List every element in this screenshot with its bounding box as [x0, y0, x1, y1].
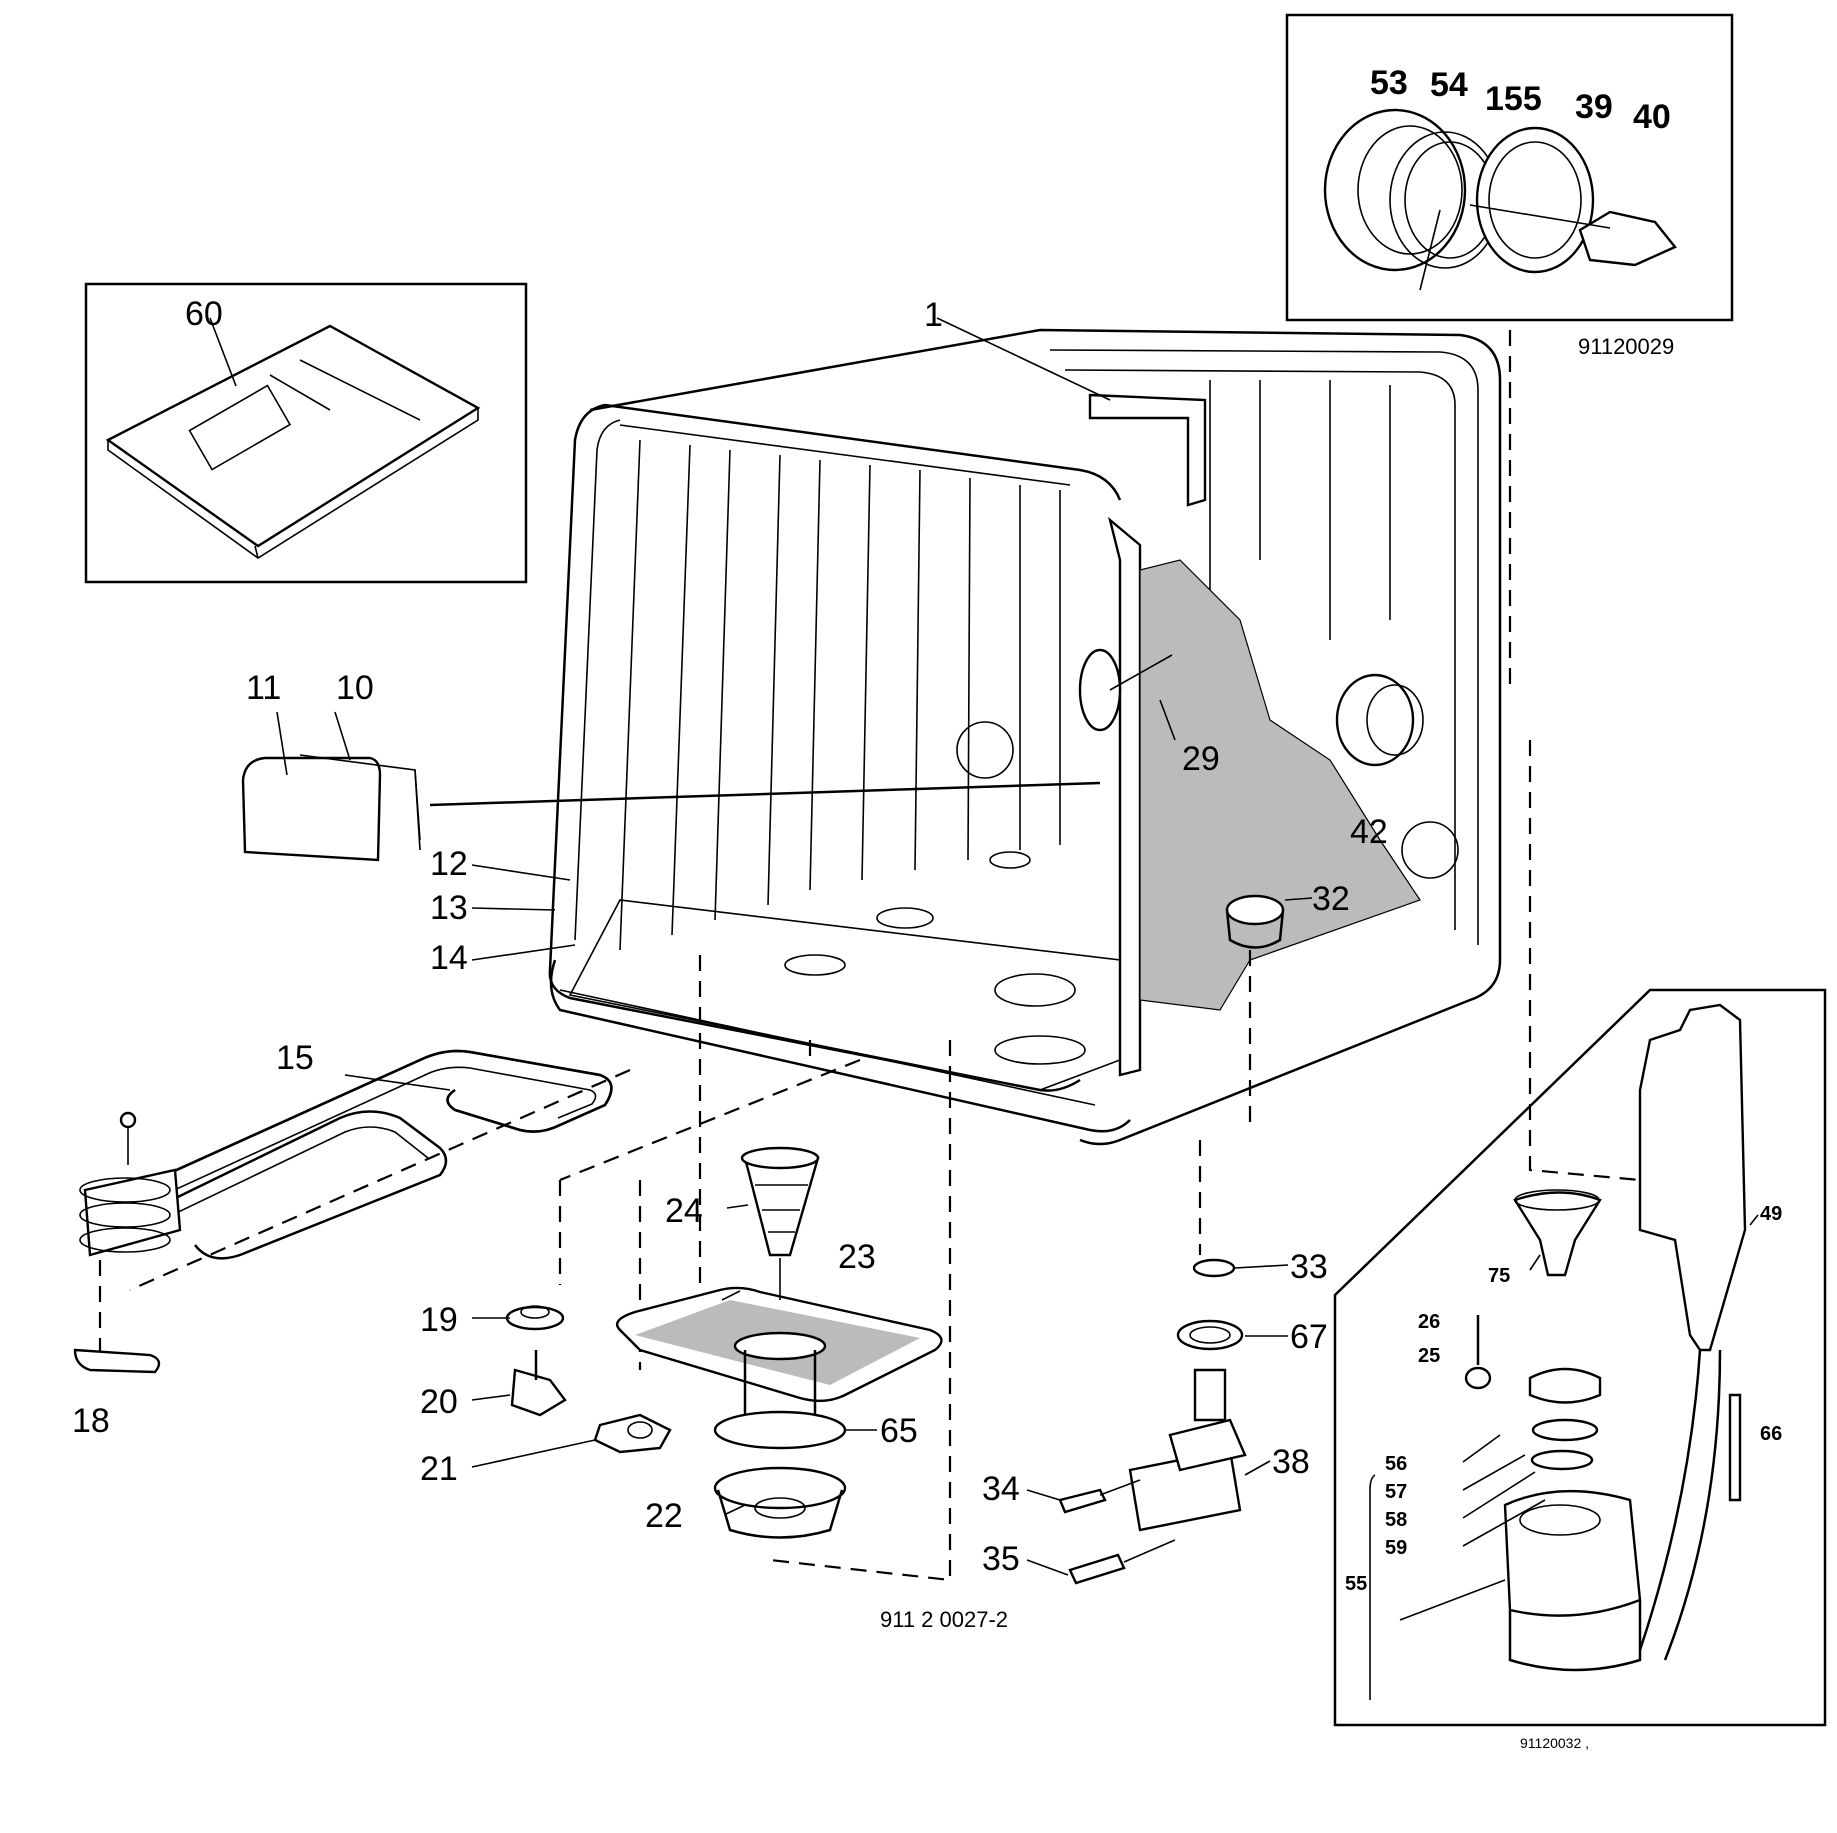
label-58: 58 — [1385, 1509, 1407, 1531]
label-22: 22 — [645, 1497, 683, 1535]
label-32: 32 — [1312, 880, 1350, 918]
inset-manual — [84, 282, 528, 584]
label-59: 59 — [1385, 1537, 1407, 1559]
label-15: 15 — [276, 1039, 314, 1077]
label-65: 65 — [880, 1412, 918, 1450]
label-49: 49 — [1760, 1203, 1782, 1225]
label-25: 25 — [1418, 1345, 1440, 1367]
label-155: 155 — [1485, 80, 1542, 118]
label-26: 26 — [1418, 1311, 1440, 1333]
label-12: 12 — [430, 845, 468, 883]
label-42: 42 — [1350, 813, 1388, 851]
label-56: 56 — [1385, 1453, 1407, 1475]
label-67: 67 — [1290, 1318, 1328, 1356]
inset-softener — [1333, 988, 1827, 1727]
label-55: 55 — [1345, 1573, 1367, 1595]
label-60: 60 — [185, 295, 223, 333]
label-13: 13 — [430, 889, 468, 927]
assembly-lines — [98, 330, 1641, 1582]
label-33: 33 — [1290, 1248, 1328, 1286]
heater-element — [73, 1049, 613, 1374]
pump-parts — [505, 1146, 943, 1539]
label-20: 20 — [420, 1383, 458, 1421]
label-38: 38 — [1272, 1443, 1310, 1481]
label-53: 53 — [1370, 64, 1408, 102]
label-11: 11 — [246, 669, 281, 707]
label-54: 54 — [1430, 66, 1468, 104]
valve-parts — [1058, 1258, 1247, 1585]
inset-door-seal — [1285, 13, 1734, 322]
leader-lines — [276, 317, 1759, 1621]
label-10: 10 — [336, 669, 374, 707]
label-24: 24 — [665, 1192, 703, 1230]
label-66: 66 — [1760, 1423, 1782, 1445]
label-19: 19 — [420, 1301, 458, 1339]
part-labels: 1 10 11 12 13 14 15 18 19 20 21 22 23 24… — [72, 64, 1782, 1751]
label-14: 14 — [430, 939, 468, 977]
label-39: 39 — [1575, 88, 1613, 126]
label-40: 40 — [1633, 98, 1671, 136]
label-34: 34 — [982, 1470, 1020, 1508]
drawing-code-main: 911 2 0027-2 — [880, 1607, 1008, 1632]
label-75: 75 — [1488, 1265, 1510, 1287]
drawing-code-top-inset: 91120029 — [1578, 334, 1674, 359]
label-21: 21 — [420, 1450, 458, 1488]
tub — [241, 328, 1502, 1146]
label-35: 35 — [982, 1540, 1020, 1578]
label-57: 57 — [1385, 1481, 1407, 1503]
label-18: 18 — [72, 1402, 110, 1440]
label-29: 29 — [1182, 740, 1220, 778]
drawing-code-bottom-inset: 91120032 , — [1520, 1735, 1589, 1751]
label-1: 1 — [924, 296, 943, 334]
label-23: 23 — [838, 1238, 876, 1276]
